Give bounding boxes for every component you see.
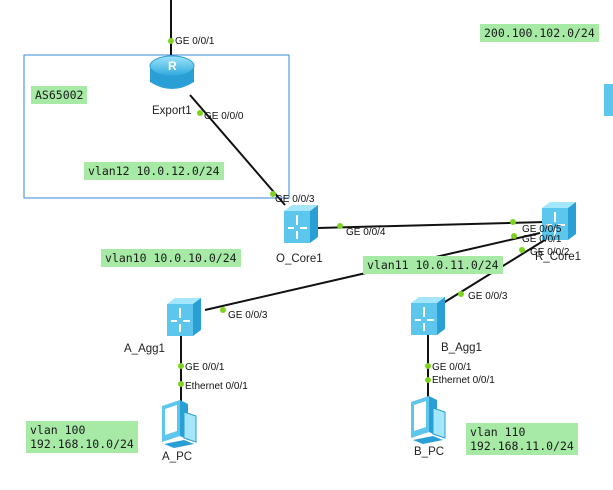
port-dot xyxy=(337,223,343,229)
port-dot xyxy=(168,38,174,44)
device-label-r-core1: R_Core1 xyxy=(535,251,582,263)
port-dot xyxy=(178,363,184,369)
port-dot xyxy=(197,110,203,116)
port-dot xyxy=(511,233,517,239)
port-dot xyxy=(519,247,525,253)
device-label-a-agg1: A_Agg1 xyxy=(124,343,165,355)
port-label: GE 0/0/0 xyxy=(204,111,244,122)
port-label: GE 0/0/1 xyxy=(432,362,472,373)
link-ocore1-rcore1 xyxy=(317,221,546,229)
router-icon[interactable]: R xyxy=(146,52,198,96)
port-label: GE 0/0/3 xyxy=(275,194,315,205)
switch-icon[interactable] xyxy=(280,203,322,247)
vlan10-label: vlan10 10.0.10.0/24 xyxy=(101,249,241,267)
port-dot xyxy=(425,377,431,383)
vlan100-label: vlan 100 192.168.10.0/24 xyxy=(26,421,138,453)
as-boundary-box xyxy=(23,54,290,199)
switch-icon[interactable] xyxy=(163,296,207,338)
port-label: GE 0/0/1 xyxy=(185,362,225,373)
port-dot xyxy=(220,307,226,313)
switch-icon[interactable] xyxy=(538,200,580,244)
pc-icon[interactable] xyxy=(154,396,202,450)
device-label-b-agg1: B_Agg1 xyxy=(441,342,482,354)
port-label: Ethernet 0/0/1 xyxy=(185,381,248,392)
device-label-a-pc: A_PC xyxy=(162,451,193,463)
port-dot xyxy=(178,381,184,387)
port-label: GE 0/0/2 xyxy=(530,247,570,258)
port-label: GE 0/0/4 xyxy=(346,227,386,238)
link-export1-ocore1 xyxy=(189,94,286,206)
svg-text:R: R xyxy=(168,59,177,73)
pc-icon[interactable] xyxy=(403,392,451,446)
device-label-o-core1: O_Core1 xyxy=(276,253,323,265)
port-label: GE 0/0/1 xyxy=(175,36,215,47)
vlan12-label: vlan12 10.0.12.0/24 xyxy=(84,162,224,180)
port-dot xyxy=(458,291,464,297)
port-dot xyxy=(425,363,431,369)
port-label: Ethernet 0/0/1 xyxy=(432,375,495,386)
net200-label: 200.100.102.0/24 xyxy=(480,24,599,42)
as-number-label: AS65002 xyxy=(31,86,88,104)
port-label: GE 0/0/5 xyxy=(522,224,562,235)
port-label: GE 0/0/1 xyxy=(522,234,562,245)
device-label-export1: Export1 xyxy=(152,105,192,117)
switch-icon[interactable] xyxy=(407,295,451,337)
port-dot xyxy=(270,191,276,197)
port-label: GE 0/0/3 xyxy=(228,310,268,321)
device-label-b-pc: B_PC xyxy=(414,446,445,458)
vlan11-label: vlan11 10.0.11.0/24 xyxy=(363,256,503,274)
switch-icon xyxy=(604,84,613,116)
port-dot xyxy=(510,219,516,225)
port-label: GE 0/0/3 xyxy=(468,291,508,302)
vlan110-label: vlan 110 192.168.11.0/24 xyxy=(466,423,578,455)
